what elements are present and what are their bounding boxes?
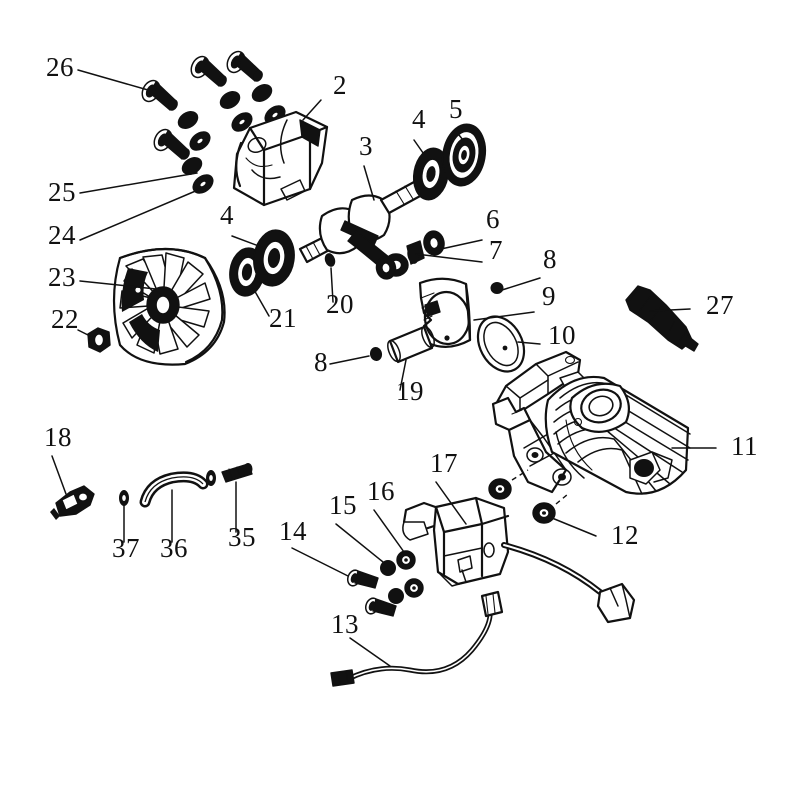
part-22-flywheel-nut xyxy=(87,327,111,353)
flange-bolt xyxy=(141,79,178,111)
callout-4b: 4 xyxy=(220,200,234,230)
callout-25: 25 xyxy=(48,177,76,207)
part-12-cylinder-nut xyxy=(488,478,512,500)
part-18-choke-lever xyxy=(50,485,95,520)
part-36-fuel-hose xyxy=(139,471,209,508)
callout-2: 2 xyxy=(333,70,347,100)
part-23-flywheel-fan xyxy=(112,247,226,366)
callout-14: 14 xyxy=(279,516,307,546)
callout-10: 10 xyxy=(548,320,576,350)
callout-3: 3 xyxy=(359,131,373,161)
part-13-ignition-lead-wire xyxy=(330,590,504,687)
part-19-piston-pin xyxy=(387,325,435,364)
callout-9: 9 xyxy=(542,281,556,311)
part-35-hose-fitting xyxy=(206,463,253,486)
flat-washer xyxy=(231,112,253,132)
part-2-crankcase-housing xyxy=(232,110,329,207)
part-12-cylinder-nut xyxy=(532,502,556,524)
callout-37: 37 xyxy=(112,533,140,563)
part-6-needle-cage-bearing xyxy=(423,230,445,256)
callout-22: 22 xyxy=(51,304,79,334)
part-15-flat-washer-small xyxy=(388,588,404,604)
callout-27: 27 xyxy=(706,290,734,320)
part-7-piston-pin-bushing xyxy=(406,240,425,265)
part-14-coil-mount-bolt xyxy=(346,569,379,589)
callout-20: 20 xyxy=(326,289,354,319)
flange-bolt xyxy=(190,55,227,87)
callout-18: 18 xyxy=(44,422,72,452)
part-8-circlip xyxy=(369,347,383,361)
part-6-needle-cage-bearing xyxy=(375,256,397,280)
callout-17: 17 xyxy=(430,448,458,478)
callout-7: 7 xyxy=(489,235,503,265)
part-17-ignition-coil xyxy=(402,496,636,624)
part-15-flat-washer-small xyxy=(380,560,396,576)
callout-8a: 8 xyxy=(543,244,557,274)
callout-21: 21 xyxy=(269,303,297,333)
callout-13: 13 xyxy=(331,609,359,639)
callout-16: 16 xyxy=(367,476,395,506)
lock-washer xyxy=(177,111,199,129)
part-37-hose-clamp xyxy=(119,490,129,506)
callout-5: 5 xyxy=(449,94,463,124)
callout-15: 15 xyxy=(329,490,357,520)
lock-washer xyxy=(181,157,203,175)
callout-36: 36 xyxy=(160,533,188,563)
flange-bolt xyxy=(226,50,263,82)
lock-washer xyxy=(251,84,273,102)
callout-11: 11 xyxy=(731,431,758,461)
callout-24: 24 xyxy=(48,220,76,250)
lock-washer xyxy=(219,91,241,109)
callout-35: 35 xyxy=(228,522,256,552)
part-14-coil-mount-bolt xyxy=(364,597,397,617)
flat-washer xyxy=(189,131,211,151)
part-16-spring-washer xyxy=(404,578,424,598)
part-16-spring-washer xyxy=(396,550,416,570)
part-4-oil-seal xyxy=(412,147,450,201)
part-5-ball-bearing xyxy=(441,123,487,187)
part-4-oil-seal xyxy=(253,229,295,287)
callout-4a: 4 xyxy=(412,104,426,134)
part-11-cylinder-assembly xyxy=(491,350,691,495)
callout-23: 23 xyxy=(48,262,76,292)
callout-19: 19 xyxy=(396,376,424,406)
callout-12: 12 xyxy=(611,520,639,550)
leader-lines xyxy=(51,69,717,667)
part-20-dowel-pin xyxy=(324,253,336,267)
part-26-flange-bolt-group xyxy=(141,50,286,194)
callout-8b: 8 xyxy=(314,347,328,377)
flange-bolt xyxy=(153,128,190,160)
callout-26: 26 xyxy=(46,52,74,82)
part-9-piston xyxy=(418,277,472,348)
part-8-circlip xyxy=(490,282,504,294)
part-27-spark-plug xyxy=(625,285,699,352)
callout-6: 6 xyxy=(486,204,500,234)
